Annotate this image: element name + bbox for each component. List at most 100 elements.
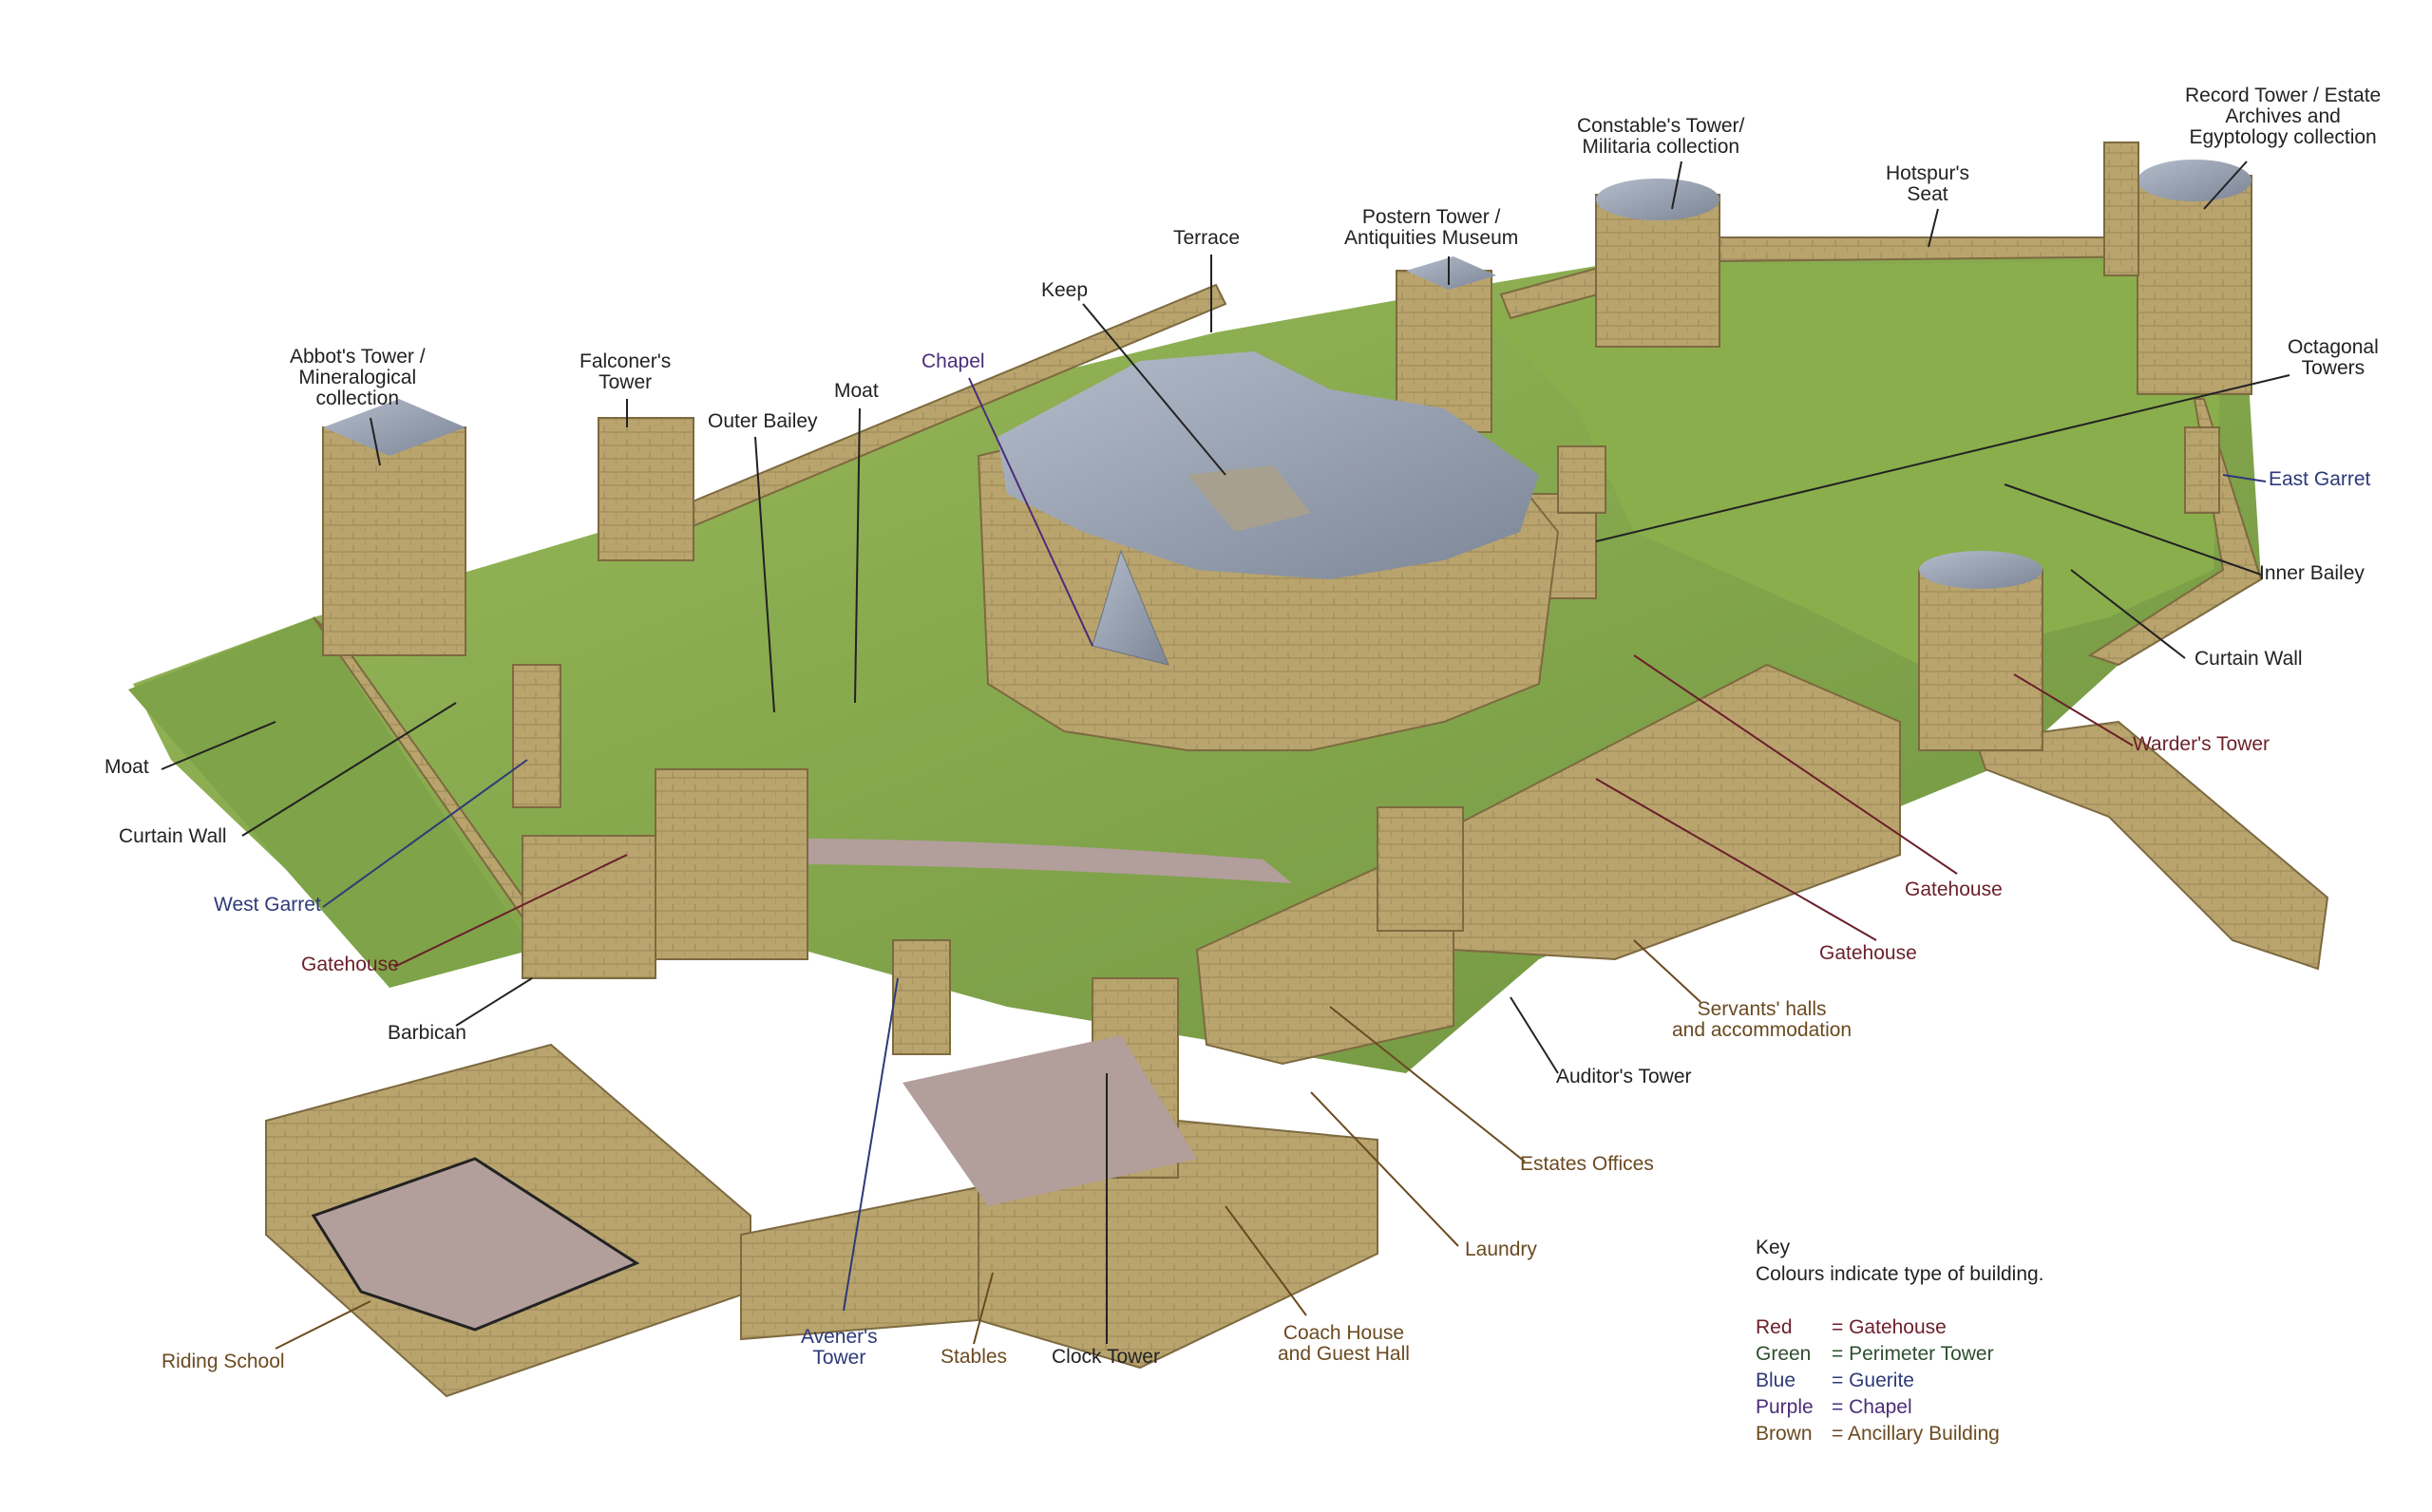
record-tower — [2103, 142, 2252, 395]
leader-inner-bailey — [2004, 483, 2262, 576]
colour-key: Key Colours indicate type of building. R… — [1756, 1235, 2044, 1447]
label-laundry: Laundry — [1465, 1238, 1537, 1260]
keep — [977, 351, 1560, 751]
leader-constables-tower — [1671, 161, 1682, 210]
warders-tower — [1918, 551, 2043, 751]
aveners-tower-body — [892, 939, 951, 1055]
key-meaning-ancillary-building: = Ancillary Building — [1832, 1423, 2000, 1445]
label-inner-bailey: Inner Bailey — [2259, 562, 2365, 584]
label-servants-halls: Servants' halls and accommodation — [1672, 998, 1852, 1041]
leader-chapel — [968, 377, 1093, 647]
auditors-tower-body — [1377, 806, 1464, 932]
key-colour-green: Green — [1756, 1343, 1812, 1365]
label-chapel: Chapel — [922, 350, 985, 372]
key-row-blue: Blue = Guerite — [1756, 1368, 2044, 1394]
label-abbots-tower: Abbot's Tower / Mineralogical collection — [290, 346, 426, 409]
label-estates-offices: Estates Offices — [1520, 1153, 1654, 1175]
keep-courtyard — [1188, 465, 1311, 532]
leader-aveners-tower — [843, 977, 899, 1312]
barbican-gatehouse — [522, 768, 808, 979]
label-west-garret: West Garret — [214, 894, 321, 916]
constables-tower — [1595, 179, 1720, 348]
leader-moat-left — [161, 721, 276, 770]
label-moat-left: Moat — [104, 756, 149, 778]
label-record-tower: Record Tower / Estate Archives and Egypt… — [2185, 85, 2382, 148]
leader-hotspurs-seat — [1928, 208, 1939, 248]
label-postern-tower: Postern Tower / Antiquities Museum — [1344, 206, 1519, 249]
label-gatehouse-right2: Gatehouse — [1819, 942, 1917, 964]
label-keep: Keep — [1041, 279, 1089, 301]
stable-yard — [902, 1035, 1197, 1206]
leader-servants-halls — [1633, 939, 1701, 1003]
label-falconers-tower: Falconer's Tower — [580, 350, 672, 393]
leader-curtain-wall-left — [241, 702, 457, 837]
leader-moat-top — [854, 407, 861, 704]
leader-abbots-tower — [370, 417, 381, 466]
key-subtitle: Colours indicate type of building. — [1756, 1263, 2044, 1285]
label-gatehouse-left: Gatehouse — [301, 954, 399, 975]
west-garret — [512, 664, 561, 808]
east-garret — [2184, 426, 2220, 514]
label-moat-top: Moat — [834, 380, 879, 402]
leader-warders-tower — [2013, 673, 2134, 747]
leader-estates-offices — [1329, 1006, 1526, 1162]
label-outer-bailey: Outer Bailey — [708, 410, 818, 432]
label-east-garret: East Garret — [2269, 468, 2371, 490]
label-curtain-wall-left: Curtain Wall — [119, 825, 227, 847]
leader-outer-bailey — [754, 436, 775, 713]
leader-keep — [1082, 303, 1226, 476]
leader-west-garret — [322, 759, 528, 908]
label-auditors-tower: Auditor's Tower — [1556, 1066, 1692, 1087]
leader-stables — [973, 1272, 994, 1345]
key-meaning-perimeter-tower: = Perimeter Tower — [1832, 1343, 1994, 1365]
key-row-red: Red = Gatehouse — [1756, 1314, 2044, 1341]
leader-barbican — [455, 977, 533, 1027]
leader-record-tower — [2203, 161, 2248, 210]
key-title: Key — [1756, 1237, 1791, 1258]
key-colour-red: Red — [1756, 1316, 1793, 1338]
label-hotspurs-seat: Hotspur's Seat — [1886, 162, 1970, 205]
leader-coach-house — [1225, 1205, 1307, 1316]
moat-strip — [128, 617, 532, 988]
riding-arena — [311, 1157, 640, 1332]
falconers-tower — [598, 417, 694, 561]
key-row-green: Green = Perimeter Tower — [1756, 1341, 2044, 1368]
key-colour-brown: Brown — [1756, 1423, 1813, 1445]
leader-gatehouse-left — [393, 854, 628, 968]
leader-lines — [161, 161, 2290, 1350]
leader-east-garret — [2222, 474, 2267, 482]
key-colour-blue: Blue — [1756, 1370, 1796, 1391]
key-row-brown: Brown = Ancillary Building — [1756, 1421, 2044, 1447]
label-barbican: Barbican — [388, 1022, 466, 1044]
label-warders-tower: Warder's Tower — [2133, 733, 2270, 755]
curtain-walls — [313, 236, 2329, 971]
leader-gatehouse-right1 — [1633, 654, 1958, 875]
leader-curtain-wall-right — [2070, 569, 2186, 659]
label-curtain-wall-right: Curtain Wall — [2194, 648, 2303, 670]
key-meaning-guerite: = Guerite — [1832, 1370, 1914, 1391]
label-constables-tower: Constable's Tower/ Militaria collection — [1577, 115, 1745, 158]
bridge-wall — [1974, 720, 2329, 971]
key-row-purple: Purple = Chapel — [1756, 1394, 2044, 1421]
leader-laundry — [1310, 1091, 1459, 1247]
label-stables: Stables — [940, 1346, 1008, 1368]
label-octagonal-towers: Octagonal Towers — [2288, 336, 2379, 379]
label-gatehouse-right1: Gatehouse — [1905, 879, 2003, 900]
towers — [322, 142, 2252, 808]
leader-octagonal-towers — [1595, 374, 2290, 542]
leader-auditors-tower — [1510, 996, 1559, 1074]
key-meaning-gatehouse: = Gatehouse — [1832, 1316, 1947, 1338]
keep-roofs — [998, 351, 1539, 579]
label-terrace: Terrace — [1173, 227, 1241, 249]
key-meaning-chapel: = Chapel — [1832, 1396, 1912, 1418]
label-riding-school: Riding School — [162, 1351, 285, 1372]
leader-riding-school — [275, 1300, 371, 1350]
key-colour-purple: Purple — [1756, 1396, 1814, 1418]
label-coach-house: Coach House and Guest Hall — [1278, 1322, 1410, 1365]
label-clock-tower: Clock Tower — [1052, 1346, 1160, 1368]
label-aveners-tower: Avener's Tower — [801, 1326, 878, 1369]
abbots-tower — [322, 399, 466, 656]
leader-gatehouse-right2 — [1595, 778, 1877, 941]
chapel-roof — [1092, 549, 1169, 666]
